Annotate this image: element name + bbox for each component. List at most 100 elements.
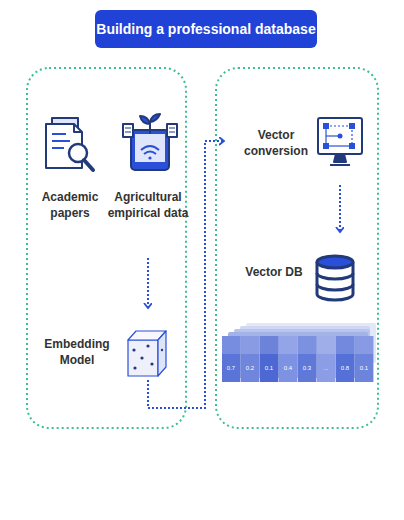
vector-cell	[241, 336, 259, 382]
cube-icon-part-part	[132, 348, 135, 351]
agriculture-icon-part	[123, 124, 133, 137]
monitor-icon-part-part	[326, 145, 352, 146]
vector-value: 0.2	[241, 364, 259, 372]
node-label: Embedding Model	[42, 336, 112, 368]
monitor-icon	[318, 118, 362, 165]
vector-cell	[279, 336, 297, 382]
monitor-icon-part-part	[349, 123, 355, 129]
node-label: Agricultural empirical data	[106, 189, 190, 221]
vector-cell	[260, 336, 278, 382]
agriculture-icon-part	[135, 134, 165, 162]
vector-cell-shine	[241, 336, 259, 354]
node-label: Vector DB	[238, 264, 310, 280]
node-label: Academic papers	[36, 189, 104, 221]
cube-icon-part-part	[140, 356, 143, 359]
vector-cell-shine	[355, 336, 373, 354]
agriculture-icon-part	[125, 128, 131, 129]
vector-value: 0.1	[260, 364, 278, 372]
cube-icon-part	[128, 331, 166, 340]
vector-cell-shine	[298, 336, 316, 354]
monitor-icon-part	[326, 126, 352, 146]
vector-cards-part	[240, 326, 370, 368]
icon-node: Agricultural empirical data	[106, 112, 190, 258]
monitor-icon-part-part	[351, 126, 352, 146]
monitor-icon-part	[318, 118, 362, 154]
monitor-icon-part	[323, 123, 355, 149]
icon-node: Vector conversion	[224, 112, 370, 185]
vector-value: 0.4	[279, 364, 297, 372]
vector-cards-part	[234, 329, 370, 373]
vector-cell	[222, 336, 240, 382]
monitor-icon-part	[334, 154, 346, 162]
group-outline	[216, 68, 378, 428]
monitor-icon-part-part	[326, 135, 340, 136]
database-icon-part	[317, 273, 353, 279]
papers-icon-part	[84, 160, 93, 170]
vector-cell	[336, 336, 354, 382]
agriculture-icon-part	[131, 130, 169, 170]
cube-icon-part	[128, 340, 158, 376]
vector-cell	[317, 336, 335, 382]
vector-cell-shine	[222, 336, 240, 354]
agriculture-icon-part	[125, 132, 131, 133]
icon-node: Embedding Model	[40, 308, 172, 380]
cube-icon-part-part	[161, 349, 163, 351]
monitor-icon-part-part	[338, 134, 343, 139]
title-text: Building a professional database	[96, 21, 315, 37]
vector-value: 0.1	[355, 364, 373, 372]
dotted-arrow	[147, 258, 149, 308]
vector-cells	[222, 336, 373, 382]
title-box: Building a professional database	[95, 10, 317, 48]
database-icon-part	[317, 262, 353, 300]
dotted-arrow	[339, 185, 341, 232]
vector-cell-shine	[260, 336, 278, 354]
database-icon-part	[317, 284, 353, 290]
vector-value: 0.3	[298, 364, 316, 372]
monitor-icon-part-part	[349, 143, 355, 149]
cube-icon-part-part	[150, 362, 153, 365]
dotted-arrow	[148, 141, 224, 408]
papers-icon-part	[52, 133, 66, 135]
papers-icon	[46, 118, 93, 170]
vector-cards-part	[246, 323, 376, 363]
agriculture-icon-part	[148, 156, 151, 159]
papers-icon-part	[52, 147, 64, 149]
papers-icon-part	[46, 124, 82, 168]
icon-node: Vector DB	[224, 232, 370, 304]
monitor-icon-part	[330, 164, 350, 166]
vector-value: 0.7	[222, 364, 240, 372]
monitor-icon-part-part	[323, 143, 329, 149]
icon-node: Academic papers	[36, 112, 104, 220]
monitor-icon-part-part	[323, 123, 329, 129]
cube-icon	[128, 331, 166, 376]
agriculture-icon-part	[169, 128, 175, 129]
agriculture-icon-part	[140, 116, 150, 124]
cube-icon-part-part	[133, 366, 136, 369]
monitor-icon-part-part	[326, 125, 352, 126]
vector-cell	[355, 336, 373, 382]
node-label: Vector conversion	[240, 127, 312, 159]
agriculture-icon-part	[169, 132, 175, 133]
vector-cell-shine	[317, 336, 335, 354]
vector-value: 0.8	[336, 364, 354, 372]
cube-icon-part	[158, 331, 166, 376]
papers-icon-part	[52, 140, 70, 142]
vector-cards-part	[228, 332, 368, 378]
group-outline	[27, 68, 186, 428]
vector-cell-shine	[336, 336, 354, 354]
agriculture-icon-part	[141, 146, 159, 150]
agriculture-icon-part	[144, 152, 156, 155]
agriculture-icon-part	[149, 122, 151, 134]
database-icon-part	[317, 256, 353, 268]
agriculture-icon-part	[150, 114, 160, 122]
agriculture-icon-part	[167, 124, 177, 137]
database-icon	[317, 256, 353, 300]
agriculture-icon	[123, 114, 177, 170]
papers-icon-part	[69, 144, 87, 162]
papers-icon-part	[74, 124, 82, 132]
vector-value: ...	[317, 364, 335, 372]
cube-icon-part	[132, 344, 163, 369]
